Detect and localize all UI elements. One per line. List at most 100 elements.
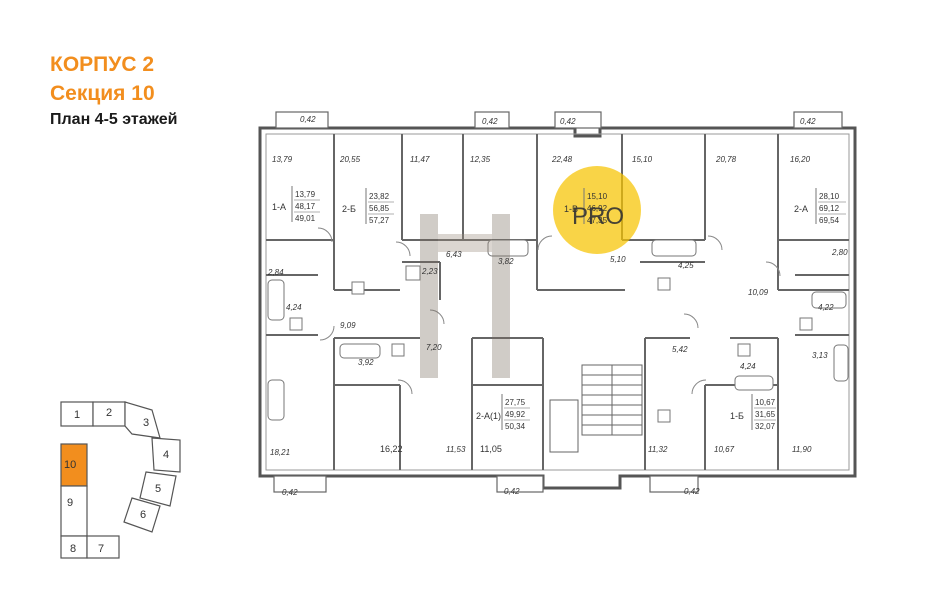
section-block[interactable] xyxy=(123,497,161,533)
room-area: 15,10 xyxy=(632,155,653,164)
section-label: 8 xyxy=(70,543,76,555)
pro-watermark-text: PRO xyxy=(572,203,624,230)
pro-badge xyxy=(553,166,641,254)
apartment-total-area: 31,65 xyxy=(755,410,776,419)
room-area: 16,22 xyxy=(380,444,403,454)
room-area: 5,10 xyxy=(610,255,626,264)
outer-wall-inner-line xyxy=(265,133,850,471)
balcony xyxy=(793,111,843,129)
floor-plan-title: План 4-5 этажей xyxy=(50,111,178,128)
room-area: 22,48 xyxy=(551,155,573,164)
apartment-total-area: 48,17 xyxy=(295,202,316,211)
apartment-label: 1-Б xyxy=(730,411,744,421)
balcony-area: 0,42 xyxy=(684,487,700,496)
section-title: Секция 10 xyxy=(50,82,155,105)
balcony-area: 0,42 xyxy=(560,117,576,126)
balcony-area: 0,42 xyxy=(504,487,520,496)
room-area: 18,21 xyxy=(270,448,290,457)
room-area: 11,05 xyxy=(480,444,502,454)
balcony-area: 0,42 xyxy=(482,117,498,126)
room-area: 4,24 xyxy=(740,362,756,371)
room-area: 4,22 xyxy=(818,303,834,312)
room-area: 2,23 xyxy=(421,267,438,276)
room-area: 13,79 xyxy=(272,155,293,164)
apartment-living-area: 10,67 xyxy=(755,398,776,407)
balconies xyxy=(273,111,843,493)
balcony xyxy=(474,111,510,129)
room-area: 6,43 xyxy=(446,250,462,259)
apartment-living-area: 23,82 xyxy=(369,192,390,201)
room-area: 16,20 xyxy=(790,155,811,164)
apartment-1a: 1-А 13,79 48,17 49,01 xyxy=(272,186,320,223)
room-area: 11,53 xyxy=(446,445,466,454)
section-block[interactable] xyxy=(92,401,126,427)
apartment-total-area-with-balcony: 69,54 xyxy=(819,216,840,225)
apartment-total-area-with-balcony: 50,34 xyxy=(505,422,526,431)
apartment-total-area-with-balcony: 32,07 xyxy=(755,422,776,431)
room-area: 3,13 xyxy=(812,351,828,360)
apartment-label: 2-Б xyxy=(342,204,356,214)
room-area: 10,67 xyxy=(714,445,735,454)
balcony xyxy=(275,111,329,129)
section-label: 1 xyxy=(74,409,80,421)
apartment-living-area: 27,75 xyxy=(505,398,526,407)
apartment-label: 1-А xyxy=(272,202,286,212)
balcony xyxy=(496,475,544,493)
section-label: 10 xyxy=(64,459,76,471)
logo-watermark xyxy=(420,214,510,378)
section-block[interactable] xyxy=(151,437,181,473)
room-area: 4,25 xyxy=(678,261,694,270)
apartment-living-area: 15,10 xyxy=(587,192,608,201)
room-area: 4,24 xyxy=(286,303,302,312)
apartment-total-area: 49,92 xyxy=(505,410,526,419)
apartment-total-area-with-balcony: 49,01 xyxy=(295,214,316,223)
room-area: 2,84 xyxy=(267,268,284,277)
stairwell xyxy=(549,364,643,453)
section-mini-map xyxy=(60,401,181,559)
section-label: 6 xyxy=(140,509,146,521)
room-area: 20,78 xyxy=(715,155,737,164)
balcony xyxy=(273,475,327,493)
building-title: КОРПУС 2 xyxy=(50,53,154,76)
room-area: 12,35 xyxy=(470,155,491,164)
room-area: 2,80 xyxy=(831,248,848,257)
apartment-1v: 1-В 15,10 46,92 47,35 xyxy=(564,188,608,225)
apartment-living-area: 28,10 xyxy=(819,192,840,201)
apartment-total-area: 46,92 xyxy=(587,204,608,213)
room-area: 5,42 xyxy=(672,345,688,354)
apartment-2a: 2-А 28,10 69,12 69,54 xyxy=(794,188,846,225)
room-area: 11,32 xyxy=(648,445,668,454)
apartment-total-area-with-balcony: 47,35 xyxy=(587,216,608,225)
section-block-active[interactable] xyxy=(60,443,88,487)
section-block[interactable] xyxy=(86,535,120,559)
balcony xyxy=(554,111,602,129)
balcony-area-labels: 0,42 0,42 0,42 0,42 0,42 0,42 0,42 xyxy=(282,115,816,497)
section-block[interactable] xyxy=(124,401,161,439)
plan-header: КОРПУС 2 Секция 10 План 4-5 этажей xyxy=(50,50,177,132)
balcony-area: 0,42 xyxy=(300,115,316,124)
apartment-label: 2-А xyxy=(794,204,808,214)
room-area: 11,47 xyxy=(410,155,430,164)
apartment-total-area-with-balcony: 57,27 xyxy=(369,216,390,225)
room-area: 11,90 xyxy=(792,445,812,454)
section-block[interactable] xyxy=(139,471,177,507)
apartment-label: 2-А(1) xyxy=(476,411,501,421)
section-label: 5 xyxy=(155,483,161,495)
apartment-living-area: 13,79 xyxy=(295,190,316,199)
balcony-area: 0,42 xyxy=(282,488,298,497)
apartment-total-area: 56,85 xyxy=(369,204,390,213)
section-label: 9 xyxy=(67,497,73,509)
room-area: 10,09 xyxy=(748,288,769,297)
room-area: 7,20 xyxy=(426,343,442,352)
apartment-1b: 1-Б 10,67 31,65 32,07 xyxy=(730,394,776,431)
apartment-2b: 2-Б 23,82 56,85 57,27 xyxy=(342,188,394,225)
section-label: 4 xyxy=(163,449,169,461)
doors xyxy=(317,227,781,395)
room-area: 20,55 xyxy=(339,155,361,164)
apartment-label: 1-В xyxy=(564,204,578,214)
bathroom-fixtures xyxy=(267,239,849,423)
room-area: 3,92 xyxy=(358,358,374,367)
apartment-2a1: 2-А(1) 27,75 49,92 50,34 xyxy=(476,394,530,431)
section-block[interactable] xyxy=(60,485,88,537)
